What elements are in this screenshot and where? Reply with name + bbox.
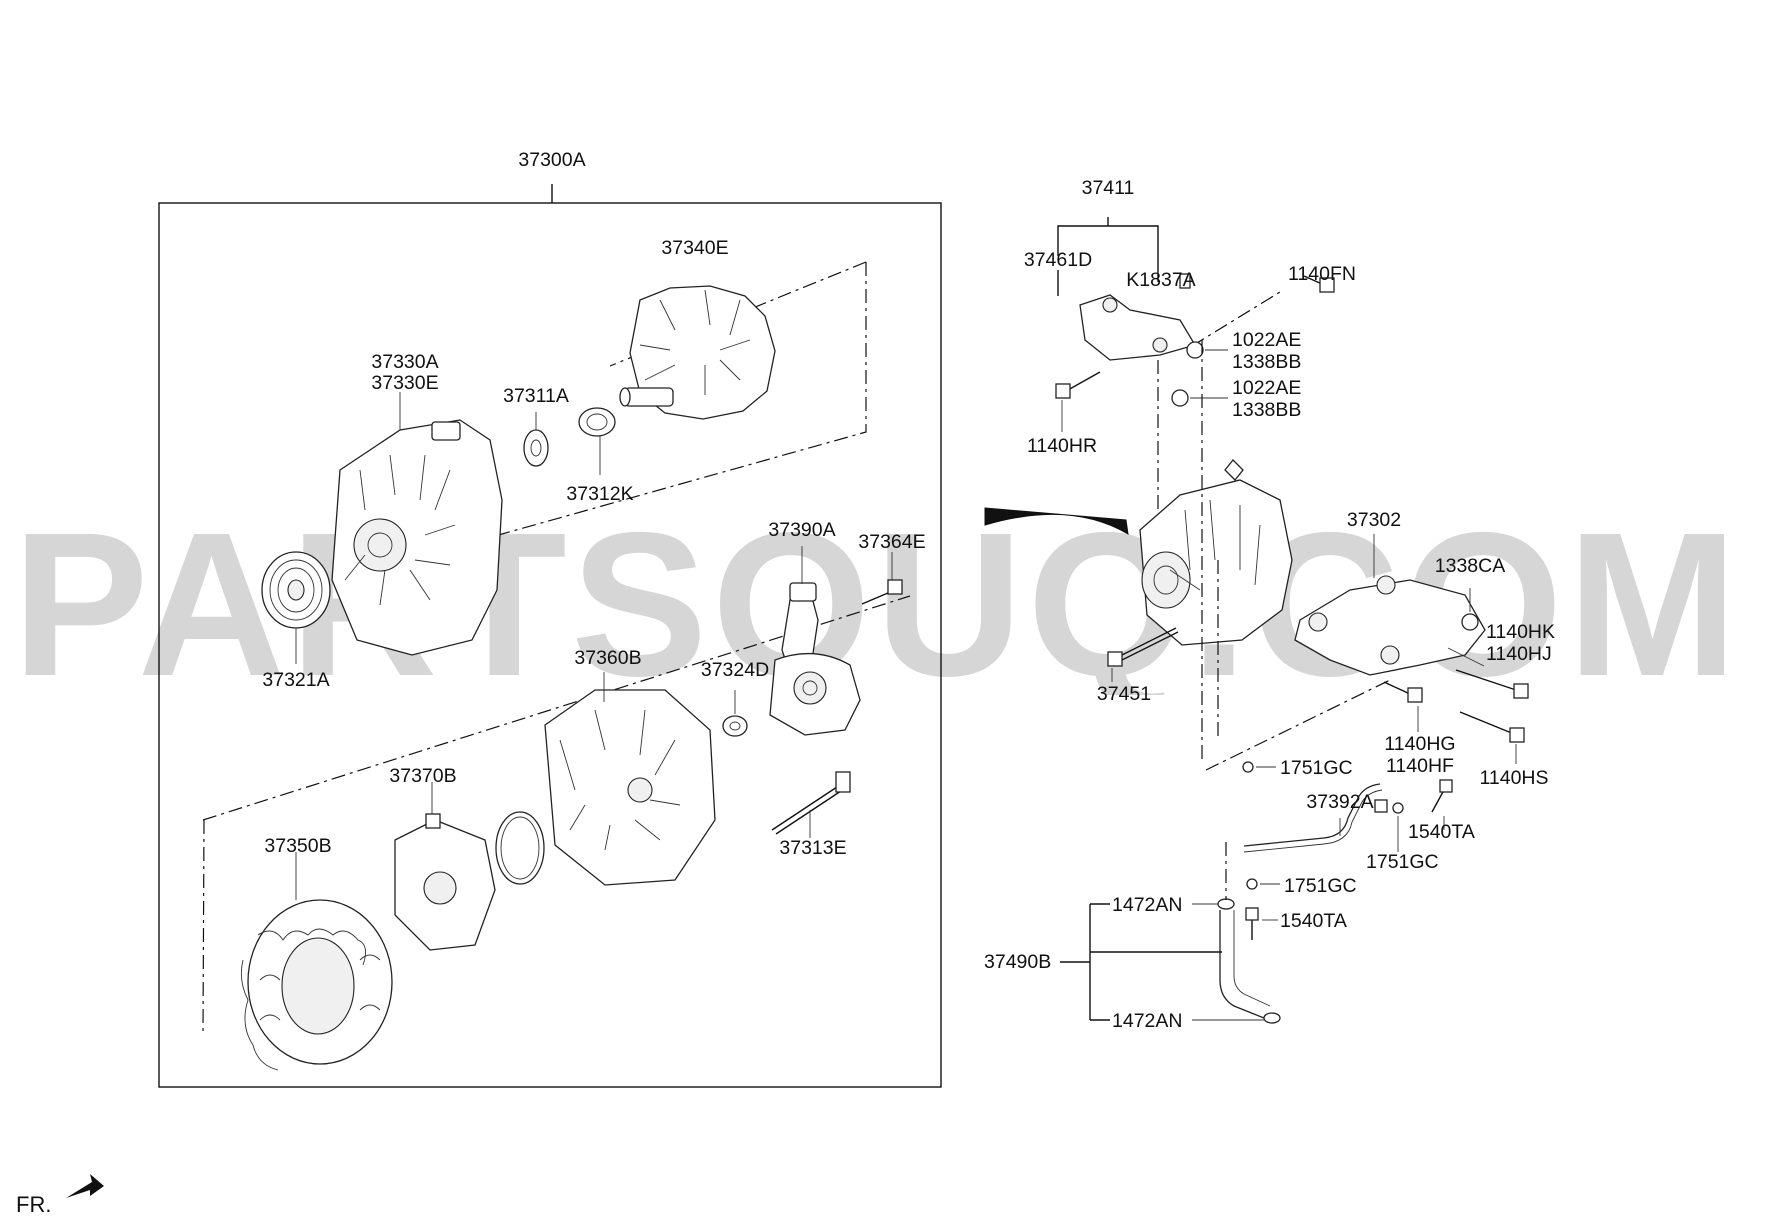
label-37350B[interactable]: 37350B — [264, 835, 332, 857]
label-37364E[interactable]: 37364E — [858, 531, 926, 553]
hose-37392A[interactable] — [1243, 783, 1388, 853]
stator-37350B[interactable] — [240, 899, 393, 1071]
label-1472AN-1[interactable]: 1472AN — [1112, 894, 1183, 916]
bolt-37364E[interactable] — [861, 579, 903, 605]
alternator-assembly[interactable] — [1139, 459, 1293, 646]
leader-1140HK — [1447, 647, 1485, 667]
label-1338CA[interactable]: 1338CA — [1434, 555, 1506, 577]
label-37392A[interactable]: 37392A — [1306, 791, 1374, 813]
pipe-37490B[interactable] — [1219, 910, 1271, 1019]
label-37311A[interactable]: 37311A — [503, 385, 569, 407]
label-37324D[interactable]: 37324D — [700, 659, 770, 681]
label-37411[interactable]: 37411 — [1081, 177, 1135, 199]
rear-housing-37360B[interactable] — [544, 689, 716, 886]
label-37312K[interactable]: 37312K — [566, 483, 634, 505]
front-arrow-icon — [66, 1174, 104, 1198]
guide-lower — [202, 819, 205, 1033]
guide-lower-diag — [202, 595, 911, 821]
front-housing-37330A[interactable] — [331, 419, 503, 656]
nut-1338CA[interactable] — [1461, 613, 1479, 631]
label-1140HS[interactable]: 1140HS — [1479, 767, 1549, 789]
label-1751GC-1[interactable]: 1751GC — [1280, 757, 1353, 779]
front-direction-label: FR. — [16, 1192, 52, 1217]
assembly-frame — [158, 202, 942, 1088]
bolt-37451[interactable] — [1107, 627, 1179, 667]
label-37370B[interactable]: 37370B — [389, 765, 457, 787]
bolt-1140HS[interactable] — [1459, 711, 1525, 743]
bolt-1140HR[interactable] — [1055, 371, 1101, 399]
label-37313E[interactable]: 37313E — [779, 837, 847, 859]
bolt-1540TA-2[interactable] — [1245, 907, 1259, 940]
pin-K1837A[interactable] — [1179, 273, 1191, 289]
guide-bracket — [1191, 291, 1281, 347]
label-K1837A[interactable]: K1837A — [1126, 269, 1196, 291]
label-37321A[interactable]: 37321A — [262, 669, 330, 691]
bolt-37313E[interactable] — [771, 771, 851, 835]
o-ring[interactable] — [495, 811, 545, 885]
leader-37411-bracket — [1057, 225, 1159, 282]
label-37461D[interactable]: 37461D — [1023, 249, 1093, 271]
clamp-1472AN-2[interactable] — [1263, 1012, 1281, 1024]
label-1540TA-1[interactable]: 1540TA — [1408, 821, 1475, 843]
label-1338BB-1[interactable]: 1338BB — [1232, 351, 1302, 373]
rotor-37340E[interactable] — [619, 285, 776, 420]
label-37340E[interactable]: 37340E — [661, 237, 729, 259]
bolt-1140HG[interactable] — [1383, 681, 1423, 703]
washer-37324D[interactable] — [722, 715, 748, 737]
label-37330A[interactable]: 37330A — [371, 351, 439, 373]
label-1472AN-2[interactable]: 1472AN — [1112, 1010, 1183, 1032]
label-37451[interactable]: 37451 — [1096, 683, 1152, 705]
label-1140FN[interactable]: 1140FN — [1288, 263, 1356, 285]
bearing-37311A[interactable] — [523, 429, 549, 467]
regulator-37370B[interactable] — [394, 813, 496, 951]
bearing-37312K[interactable] — [578, 407, 616, 437]
label-37360B[interactable]: 37360B — [574, 647, 642, 669]
label-1140HG[interactable]: 1140HG — [1384, 733, 1456, 755]
label-37390A[interactable]: 37390A — [768, 519, 836, 541]
bracket-37461D[interactable] — [1079, 294, 1196, 361]
washer-1751GC-1[interactable] — [1242, 761, 1254, 773]
pulley-37321A[interactable] — [261, 551, 331, 629]
label-1022AE-2[interactable]: 1022AE — [1232, 377, 1302, 399]
bracket-37302[interactable] — [1294, 575, 1486, 676]
nut-1022AE-1[interactable] — [1186, 341, 1204, 359]
clamp-1472AN-1[interactable] — [1217, 898, 1235, 910]
label-37330E[interactable]: 37330E — [371, 372, 439, 394]
bolt-1540TA-1[interactable] — [1431, 779, 1453, 813]
label-1022AE-1[interactable]: 1022AE — [1232, 329, 1302, 351]
label-1140HJ[interactable]: 1140HJ — [1486, 643, 1552, 665]
guide-bracket-37302 — [1205, 679, 1391, 771]
label-37490B[interactable]: 37490B — [984, 951, 1052, 973]
pointer-arrow — [984, 507, 1129, 535]
label-1751GC-3[interactable]: 1751GC — [1284, 875, 1357, 897]
label-1140HF[interactable]: 1140HF — [1386, 755, 1454, 777]
bolt-1140HJ[interactable] — [1455, 669, 1529, 699]
label-1140HR[interactable]: 1140HR — [1026, 435, 1098, 457]
label-37300A[interactable]: 37300A — [518, 149, 586, 171]
label-1751GC-2[interactable]: 1751GC — [1366, 851, 1439, 873]
label-37302[interactable]: 37302 — [1346, 509, 1402, 531]
label-1140HK[interactable]: 1140HK — [1486, 621, 1556, 643]
washer-1751GC-3[interactable] — [1246, 878, 1258, 890]
label-1338BB-2[interactable]: 1338BB — [1232, 399, 1302, 421]
washer-1751GC-2[interactable] — [1392, 802, 1404, 814]
label-1540TA-2[interactable]: 1540TA — [1280, 910, 1347, 932]
pump-37390A[interactable] — [769, 582, 861, 736]
nut-1022AE-2[interactable] — [1171, 389, 1189, 407]
bolt-1140FN[interactable] — [1303, 275, 1335, 293]
